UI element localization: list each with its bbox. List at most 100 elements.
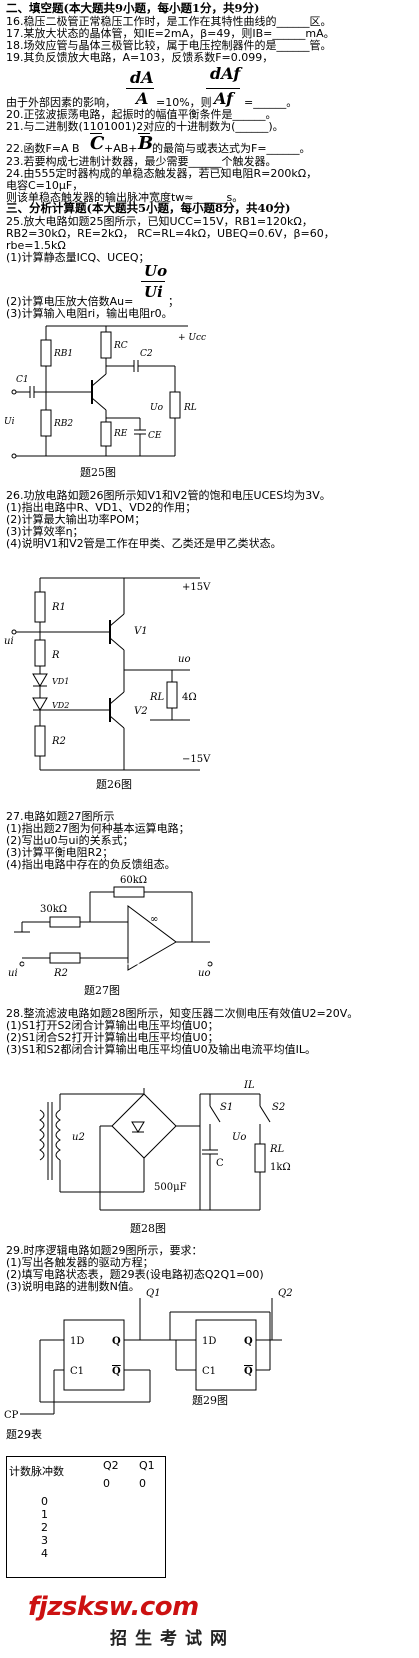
question-27d: (3)计算平衡电阻R2； [6, 846, 114, 859]
table-row0-q2: 0 [103, 1477, 110, 1490]
fig27-r1: 30kΩ [40, 904, 67, 915]
question-25c: rbe=1.5kΩ [6, 239, 66, 252]
question-18: 18.场效应管与晶体三极管比较，属于电压控制器件的是______管。 [6, 39, 332, 52]
question-22c: 的最简与或表达式为F=______。 [152, 142, 311, 155]
question-25e: (2)计算电压放大倍数Au= [6, 295, 134, 308]
fig28-rl: RL [269, 1144, 285, 1155]
question-25d: (1)计算静态量ICQ、UCEQ； [6, 251, 150, 264]
question-25b: RB2=30kΩ，RE=2kΩ， RC=RL=4kΩ，UBEQ=0.6V，β=6… [6, 227, 335, 240]
rb1-resistor [40, 339, 52, 367]
fig27-inf: ∞ [150, 914, 158, 925]
fig29-caption: 题29图 [192, 1394, 228, 1407]
table-header-q1: Q1 [139, 1459, 155, 1472]
fig26-rl: RL [149, 692, 165, 703]
question-26d: (3)计算效率η； [6, 525, 84, 538]
table-header-q2: Q2 [103, 1459, 119, 1472]
fig26-vd1: VD1 [52, 677, 69, 686]
fig26-vminus: −15V [182, 754, 211, 765]
question-26b: (1)指出电路中R、VD1、VD2的作用； [6, 501, 197, 514]
question-25a: 25.放大电路如题25图所示，已知UCC=15V，RB1=120kΩ， [6, 215, 313, 228]
fig25-caption: 题25图 [80, 466, 116, 479]
fig29-ff1-qbar: Q [112, 1366, 121, 1377]
fig26-v2: V2 [134, 706, 148, 717]
question-28d: (3)S1和S2都闭合计算输出电压平均值U0及输出电流平均值IL。 [6, 1043, 316, 1056]
question-29b: (1)写出各触发器的驱动方程； [6, 1256, 154, 1269]
table-pulse-2: 2 [41, 1521, 48, 1534]
fig29-cp: CP [4, 1410, 19, 1421]
q19-text-a: 由于外部因素的影响， [6, 96, 116, 109]
question-19: 19.其负反馈放大电路，A=103，反馈系数F=0.099， [6, 51, 274, 64]
table-pulse-0: 0 [41, 1495, 48, 1508]
fig26-vplus: +15V [182, 582, 211, 593]
question-25f: ； [168, 295, 179, 308]
table29-title: 题29表 [6, 1428, 42, 1441]
table-pulse-1: 1 [41, 1508, 48, 1521]
fig28-il: IL [243, 1080, 255, 1091]
table-pulse-4: 4 [41, 1547, 48, 1560]
q22-b-bar-letter: B [138, 133, 154, 154]
question-26a: 26.功放电路如题26图所示知V1和V2管的饱和电压UCES均为3V。 [6, 489, 331, 502]
question-22a: 22.函数F=A B [6, 142, 80, 155]
fig25-c1: C1 [16, 375, 29, 385]
fig28-s1: S1 [220, 1102, 233, 1113]
question-16: 16.稳压二极管正常稳压工作时，是工作在其特性曲线的______区。 [6, 15, 332, 28]
fig29-q2: Q2 [278, 1288, 293, 1299]
fig26-v1: V1 [134, 626, 148, 637]
fig29-ff1-d: 1D [70, 1336, 84, 1347]
fig29-ff1-c1: C1 [70, 1366, 84, 1377]
question-27c: (2)写出u0与ui的关系式； [6, 834, 134, 847]
fig29-ff2-c1: C1 [202, 1366, 216, 1377]
figure-29: 1D C1 Q Q 1D C1 Q Q Q1 Q2 CP 题29图 [4, 1288, 293, 1421]
question-29d: (3)说明电路的进制数N值。 [6, 1280, 140, 1293]
fig25-rc: RC [113, 341, 128, 351]
question-20: 20.正弦波振荡电路，起振时的幅值平衡条件是______。 [6, 108, 277, 121]
fig26-r2: R2 [51, 736, 66, 747]
fig27-caption: 题27图 [84, 984, 120, 997]
rb2-resistor [40, 409, 52, 437]
q22-c-bar-letter: C [90, 133, 105, 154]
fig25-ce: CE [148, 431, 162, 441]
fig27-uo: uo [198, 968, 210, 979]
question-24c: 则该单稳态触发器的输出脉冲宽度tw≈______s。 [6, 191, 244, 204]
q25-frac-bar [141, 281, 165, 282]
question-23: 23.若要构成七进制计数器，最少需要______个触发器。 [6, 155, 277, 168]
fig25-uo: Uo [150, 403, 164, 413]
q19-frac1-bar [126, 88, 154, 89]
fig28-cap: 500μF [154, 1182, 187, 1193]
question-26e: (4)说明V1和V2管是工作在甲类、乙类还是甲乙类状态。 [6, 537, 282, 550]
fig26-rl-value: 4Ω [182, 692, 197, 703]
fig26-ui: ui [4, 636, 14, 647]
fig28-uo: Uo [232, 1132, 246, 1143]
re-resistor [100, 421, 112, 447]
fig25-c2: C2 [140, 349, 153, 359]
fig25-ui: Ui [4, 417, 15, 427]
watermark-logo: fjzsksw.com [28, 1592, 199, 1622]
q25-frac-num: Uo [144, 262, 168, 280]
fig28-u2: u2 [72, 1132, 85, 1143]
q25-frac-den: Ui [144, 283, 163, 301]
figure-27: 60kΩ 30kΩ R2 ∞ ui uo 题27图 [8, 875, 213, 997]
figure-28: u2 S1 S2 C 500μF Uo RL 1kΩ IL 题28图 [39, 1080, 291, 1235]
q19-frac2-bar [206, 88, 240, 89]
q19-frac1-num: dA [130, 68, 154, 87]
table-pulse-3: 3 [41, 1534, 48, 1547]
question-27e: (4)指出电路中存在的负反馈组态。 [6, 858, 176, 871]
question-26c: (2)计算最大输出功率POM； [6, 513, 146, 526]
question-28c: (2)S1闭合S2打开计算输出电压平均值U0； [6, 1031, 219, 1044]
question-29c: (2)填写电路状态表，题29表(设电路初态Q2Q1=00) [6, 1268, 264, 1281]
fig28-s2: S2 [272, 1102, 285, 1113]
rl-resistor [169, 391, 181, 419]
fig29-q1: Q1 [146, 1288, 161, 1299]
section2-heading: 二、填空题(本大题共9小题，每小题1分，共9分) [6, 1, 260, 15]
fig26-r: R [51, 650, 60, 661]
figure-26: R1 R VD1 VD2 R2 V1 V2 ui uo RL 4Ω +15V −… [4, 577, 211, 791]
q19-text-b: =10%，则 [156, 96, 212, 109]
question-27a: 27.电路如题27图所示 [6, 810, 115, 823]
fig25-rb1: RB1 [53, 349, 73, 359]
question-28a: 28.整流滤波电路如题28图所示，知变压器二次侧电压有效值U2=20V。 [6, 1007, 359, 1020]
watermark-text: 招生考试网 [110, 1629, 235, 1649]
fig27-r2: R2 [53, 968, 68, 979]
state-table-29: 计数脉冲数 Q2 Q1 0 0 0 1 2 3 4 [6, 1456, 166, 1578]
question-17: 17.某放大状态的晶体管，知IE=2mA，β=49，则IB=______mA。 [6, 27, 335, 40]
fig28-caption: 题28图 [130, 1222, 166, 1235]
